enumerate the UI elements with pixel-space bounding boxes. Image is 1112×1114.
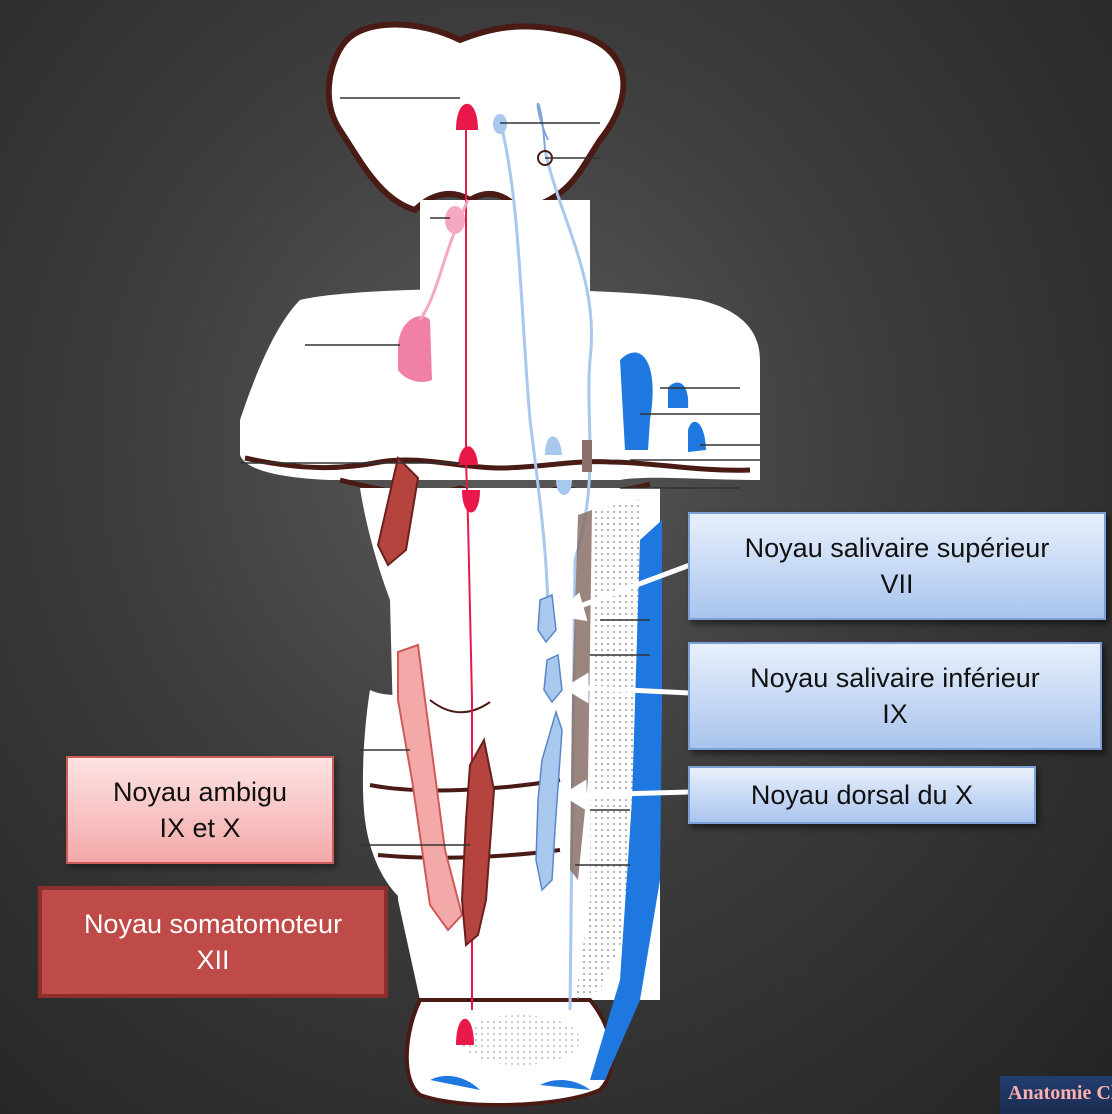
label-dorsal-vagus: Noyau dorsal du X bbox=[688, 766, 1036, 824]
label-nucleus-ambiguus: Noyau ambigu IX et X bbox=[66, 756, 334, 864]
label-hypoglossal-nucleus: Noyau somatomoteur XII bbox=[38, 886, 388, 998]
label-salivary-superior: Noyau salivaire supérieur VII bbox=[688, 512, 1106, 620]
spinal-cord-section bbox=[407, 1000, 613, 1105]
label-salivary-inferior: Noyau salivaire inférieur IX bbox=[688, 642, 1102, 750]
watermark-logo: Anatomie Clinique bbox=[1000, 1076, 1112, 1114]
